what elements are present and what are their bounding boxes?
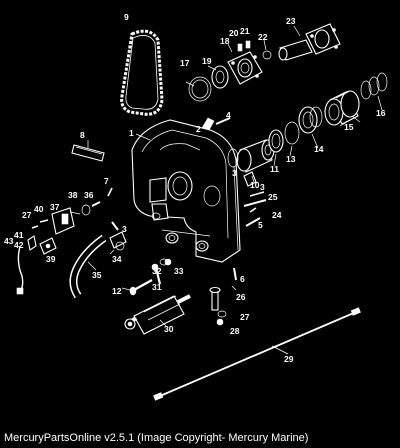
copyright-caption: MercuryPartsOnline v2.5.1 (Image Copyrig… — [4, 432, 309, 444]
callout-14: 14 — [314, 144, 324, 154]
callout-31: 31 — [152, 282, 162, 292]
part-28-nut[interactable] — [216, 318, 224, 326]
callout-2: 2 — [196, 124, 201, 134]
part-31-bolt[interactable] — [151, 263, 162, 285]
part-20-screw[interactable] — [237, 43, 243, 52]
callout-30: 30 — [164, 324, 174, 334]
callout-18: 18 — [220, 36, 230, 46]
callout-17: 17 — [180, 58, 190, 68]
callout-24: 24 — [272, 210, 282, 220]
part-12-bolt[interactable] — [129, 278, 153, 296]
part-4-pin[interactable] — [215, 117, 231, 125]
callout-37: 37 — [50, 202, 60, 212]
callout-35: 35 — [92, 270, 102, 280]
callout-3b: 3 — [260, 182, 265, 192]
callout-11: 11 — [270, 164, 279, 174]
callout-27b: 27 — [240, 312, 250, 322]
part-9-gasket[interactable] — [120, 29, 164, 116]
callout-3c: 3 — [122, 224, 127, 234]
part-19-seal[interactable] — [211, 65, 229, 89]
callout-9: 9 — [124, 12, 129, 22]
part-35-hose[interactable] — [69, 234, 107, 299]
part-26-stud[interactable] — [209, 286, 221, 311]
callout-13: 13 — [286, 154, 296, 164]
part-40-screw[interactable] — [39, 219, 49, 223]
callout-34: 34 — [112, 254, 122, 264]
part-23-shaft[interactable] — [278, 23, 341, 61]
part-10-cap[interactable] — [236, 139, 275, 173]
callout-25: 25 — [268, 192, 278, 202]
callout-42: 42 — [14, 240, 24, 250]
part-21-screw[interactable] — [245, 40, 251, 49]
part-3-o-ring[interactable] — [227, 148, 239, 168]
callout-15: 15 — [344, 122, 354, 132]
callout-39: 39 — [46, 254, 56, 264]
callout-32: 32 — [152, 266, 162, 276]
part-18-flange-plate[interactable] — [227, 51, 263, 85]
callout-29: 29 — [284, 354, 294, 364]
part-27-washer[interactable] — [217, 310, 227, 318]
part-14-bearing[interactable] — [298, 106, 323, 134]
callout-12: 12 — [112, 286, 122, 296]
part-3-bracket[interactable] — [243, 171, 257, 187]
part-43-sensor-wire[interactable] — [16, 245, 24, 295]
callout-26: 26 — [236, 292, 246, 302]
part-11-ring[interactable] — [268, 129, 284, 153]
callout-36: 36 — [84, 190, 94, 200]
callout-6: 6 — [240, 274, 245, 284]
part-37-switch[interactable] — [51, 207, 81, 235]
part-41-42-clip[interactable] — [27, 235, 37, 251]
callout-23: 23 — [286, 16, 296, 26]
callout-16: 16 — [376, 108, 386, 118]
part-3-fitting[interactable] — [111, 221, 119, 231]
exploded-parts-diagram: 1 2 3 3 3 4 5 6 7 8 9 10 11 12 13 14 15 … — [4, 12, 388, 401]
part-29-cable[interactable] — [153, 307, 361, 401]
part-39-bracket[interactable] — [39, 237, 57, 255]
part-15-sleeve[interactable] — [324, 90, 360, 127]
callout-28: 28 — [230, 326, 240, 336]
callout-43: 43 — [4, 236, 14, 246]
part-17-o-ring[interactable] — [188, 76, 212, 102]
leader-lines — [87, 25, 383, 355]
callout-8: 8 — [80, 130, 85, 140]
callout-40: 40 — [34, 204, 44, 214]
callout-3: 3 — [232, 168, 237, 178]
callout-7: 7 — [104, 176, 109, 186]
callout-4: 4 — [226, 110, 231, 120]
part-5-pin[interactable] — [245, 217, 261, 227]
part-24-pin[interactable] — [243, 199, 267, 207]
part-38-o-ring[interactable] — [81, 204, 91, 216]
callout-20: 20 — [229, 28, 239, 38]
callout-19: 19 — [202, 56, 212, 66]
callout-1: 1 — [129, 128, 134, 138]
part-36-screw[interactable] — [91, 201, 101, 207]
callout-22: 22 — [258, 32, 268, 42]
part-8-block[interactable] — [71, 144, 105, 162]
part-6-screw[interactable] — [233, 267, 237, 281]
callout-33: 33 — [174, 266, 184, 276]
callout-38: 38 — [68, 190, 78, 200]
part-1-housing[interactable] — [131, 119, 241, 263]
callout-41: 41 — [14, 230, 24, 240]
callout-labels: 1 2 3 3 3 4 5 6 7 8 9 10 11 12 13 14 15 … — [4, 12, 386, 364]
part-27-screw-left[interactable] — [31, 225, 39, 229]
part-22-ring[interactable] — [262, 50, 272, 60]
part-25-pin[interactable] — [249, 191, 265, 197]
part-7-screw[interactable] — [107, 187, 113, 197]
callout-21: 21 — [240, 26, 250, 36]
part-3-clip[interactable] — [249, 207, 257, 213]
part-33-nut[interactable] — [164, 258, 172, 266]
callout-5: 5 — [258, 220, 263, 230]
part-30-cylinder[interactable] — [124, 294, 191, 335]
part-16-rings[interactable] — [360, 72, 388, 100]
part-34-fitting[interactable] — [109, 231, 127, 251]
part-13-ring[interactable] — [284, 121, 300, 145]
callout-27: 27 — [22, 210, 32, 220]
callout-10: 10 — [250, 180, 260, 190]
